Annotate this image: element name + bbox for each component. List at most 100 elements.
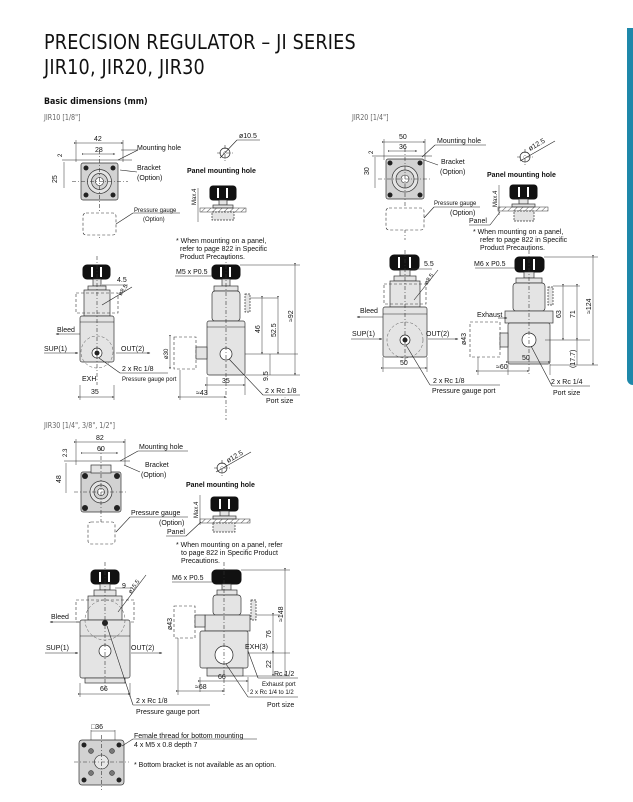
jir20-side-dim-63: 63 <box>556 310 563 318</box>
jir30-bracket-option: (Option) <box>141 472 166 479</box>
jir10-front-view: 4.5 ø8.5 Bleed SUP(1) OUT(2) EXH 2 x Rc … <box>44 256 177 400</box>
jir20-side-dim-71: 71 <box>570 310 577 318</box>
jir30-front-dim-dia: ø15.5 <box>128 579 142 596</box>
jir30-top-dim-small: 2.3 <box>63 448 69 457</box>
jir10-top-width-inner: 28 <box>95 147 103 154</box>
jir20-side-exhaust: Exhaust <box>477 312 502 319</box>
jir10-side-dim-92: ≈92 <box>288 310 295 322</box>
jir10-side-gauge-dia: ø30 <box>164 348 170 359</box>
jir30-side-thread: M6 x P0.5 <box>172 575 204 582</box>
jir30-gauge-port-size: 2 x Rc 1/8 <box>136 698 168 705</box>
jir10-side-offset: ≈43 <box>196 390 208 397</box>
jir10-top-width-outer: 42 <box>94 136 102 143</box>
jir20-side-offset: ≈60 <box>496 364 508 371</box>
jir30-panel-detail: ø12.5 Panel mounting hole Max.4 <box>186 450 255 533</box>
title-line-2: JIR10, JIR20, JIR30 <box>44 55 205 79</box>
jir20-front-width: 50 <box>400 360 408 367</box>
jir20-side-view: M6 x P0.5 Exhaust ø43 63 71 ≈124 (17.7) … <box>461 250 598 397</box>
jir20-gauge-port: Pressure gauge port <box>432 388 495 395</box>
jir30-side-dim-76: 76 <box>266 630 273 638</box>
jir20-hole-dia: ø12.5 <box>528 138 547 153</box>
jir30-bracket: Bracket <box>145 462 169 469</box>
jir30-sup: SUP(1) <box>46 645 69 652</box>
jir20-gauge-port-size: 2 x Rc 1/8 <box>433 378 465 385</box>
jir30-side-port-range: 2 x Rc 1/4 to 1/2 <box>250 690 294 696</box>
jir20-mounting-hole: Mounting hole <box>437 138 481 145</box>
jir30-side-dim-22: 22 <box>266 660 273 668</box>
jir10-bracket: Bracket <box>137 165 161 172</box>
jir30-panel-note-3: Precautions. <box>181 558 220 565</box>
jir20-bracket-option: (Option) <box>440 169 465 176</box>
jir20-front-view: 5.5 ø8.5 Bleed SUP(1) OUT(2) 50 2 x Rc 1… <box>351 250 500 395</box>
jir10-front-dim-a: 4.5 <box>117 277 127 284</box>
jir30-side-port-label: Port size <box>267 702 294 709</box>
jir10-front-dim-dia: ø8.5 <box>118 283 130 297</box>
jir30-side-offset: ≈68 <box>195 684 207 691</box>
jir30-panel-label: Panel <box>167 529 185 536</box>
jir30-pressure-gauge: Pressure gauge <box>131 510 181 517</box>
jir30-bottom-square: □36 <box>91 724 103 731</box>
jir20-panel-note-1: * When mounting on a panel, <box>473 229 563 236</box>
jir20-panel-label: Panel <box>469 218 487 225</box>
jir20-top-dim-small: 2 <box>369 150 375 154</box>
jir30-out: OUT(2) <box>131 645 154 652</box>
title-line-1: PRECISION REGULATOR – JI SERIES <box>44 30 356 54</box>
jir30-bottom-note: * Bottom bracket is not available as an … <box>134 762 276 769</box>
jir10-label: JIR10 [1/8"] <box>44 113 81 122</box>
jir20-pressure-gauge: Pressure gauge <box>434 201 477 207</box>
jir20-bleed: Bleed <box>360 308 378 315</box>
jir30-front-view: 9 ø15.5 Bleed SUP(1) OUT(2) 66 2 x Rc 1/… <box>45 562 210 716</box>
jir10-side-port-size: 2 x Rc 1/8 <box>265 388 297 395</box>
jir30-panel-max: Max.4 <box>194 501 200 518</box>
jir10-bracket-option: (Option) <box>137 175 162 182</box>
jir30-panel-title: Panel mounting hole <box>186 482 255 489</box>
jir20-side-dim-17-7: (17.7) <box>570 350 577 368</box>
jir20-sup: SUP(1) <box>352 331 375 338</box>
jir30-mounting-hole: Mounting hole <box>139 444 183 451</box>
jir30-side-dim-148: ≈148 <box>278 606 285 622</box>
jir30-label: JIR30 [1/4", 3/8", 1/2"] <box>44 421 115 430</box>
jir30-bottom-thread-title: Female thread for bottom mounting <box>134 733 243 740</box>
jir30-gauge-port: Pressure gauge port <box>136 709 199 716</box>
jir20-panel-note-2: refer to page 822 in Specific <box>480 237 568 244</box>
jir10-side-dim-9-5: 9.5 <box>263 371 270 381</box>
jir30-front-dim-a: 9 <box>122 583 126 590</box>
jir10-panel-note-1: * When mounting on a panel, <box>176 238 266 245</box>
jir30-side-exhaust-size: Rc 1/2 <box>274 671 294 678</box>
jir20-front-dim-dia: ø8.5 <box>424 272 436 286</box>
jir10-hole-dia: ø10.5 <box>239 133 257 140</box>
jir10-side-port-label: Port size <box>266 398 293 405</box>
jir30-top-width-outer: 82 <box>96 435 104 442</box>
jir10-side-dim-52-5: 52.5 <box>271 323 278 337</box>
jir30-panel-note-1: * When mounting on a panel, refer <box>176 542 283 549</box>
jir10-side-dim-46: 46 <box>255 325 262 333</box>
jir20-bracket: Bracket <box>441 159 465 166</box>
jir20-panel-title: Panel mounting hole <box>487 172 556 179</box>
jir10-side-width: 35 <box>222 378 230 385</box>
page-title: PRECISION REGULATOR – JI SERIES JIR10, J… <box>44 30 356 80</box>
jir20-label: JIR20 [1/4"] <box>352 113 389 122</box>
jir10-gauge-port: Pressure gauge port <box>122 377 177 383</box>
jir20-side-port-label: Port size <box>553 390 580 397</box>
jir20-side-gauge-dia: ø43 <box>461 333 468 345</box>
jir30-hole-dia: ø12.5 <box>226 450 245 465</box>
jir30-panel-note-2: to page 822 in Specific Product <box>181 550 278 557</box>
jir10-mounting-hole: Mounting hole <box>137 145 181 152</box>
jir10-pressure-gauge: Pressure gauge <box>134 208 177 214</box>
jir20-side-width: 50 <box>522 355 530 362</box>
jir10-panel-detail: ø10.5 Panel mounting hole Max.4 <box>187 133 260 222</box>
jir30-front-width: 66 <box>100 686 108 693</box>
jir10-bleed: Bleed <box>57 327 75 334</box>
jir30-side-gauge-dia: ø43 <box>167 618 174 630</box>
jir30-top-view: 82 60 2.3 48 Mounting hole Bracket (Opti… <box>56 435 202 545</box>
jir30-top-dim-height: 48 <box>56 475 63 483</box>
jir20-side-thread: M6 x P0.5 <box>474 261 506 268</box>
jir10-panel-title: Panel mounting hole <box>187 168 256 175</box>
jir10-top-dim-height: 25 <box>52 175 59 183</box>
jir20-side-port-size: 2 x Rc 1/4 <box>551 379 583 386</box>
jir30-side-view: M6 x P0.5 ø43 EXH(3) 76 ≈148 22 66 ≈68 R… <box>167 562 298 709</box>
jir20-side-dim-124: ≈124 <box>586 298 593 314</box>
jir10-side-thread: M5 x P0.5 <box>176 269 208 276</box>
jir10-front-width: 35 <box>91 389 99 396</box>
